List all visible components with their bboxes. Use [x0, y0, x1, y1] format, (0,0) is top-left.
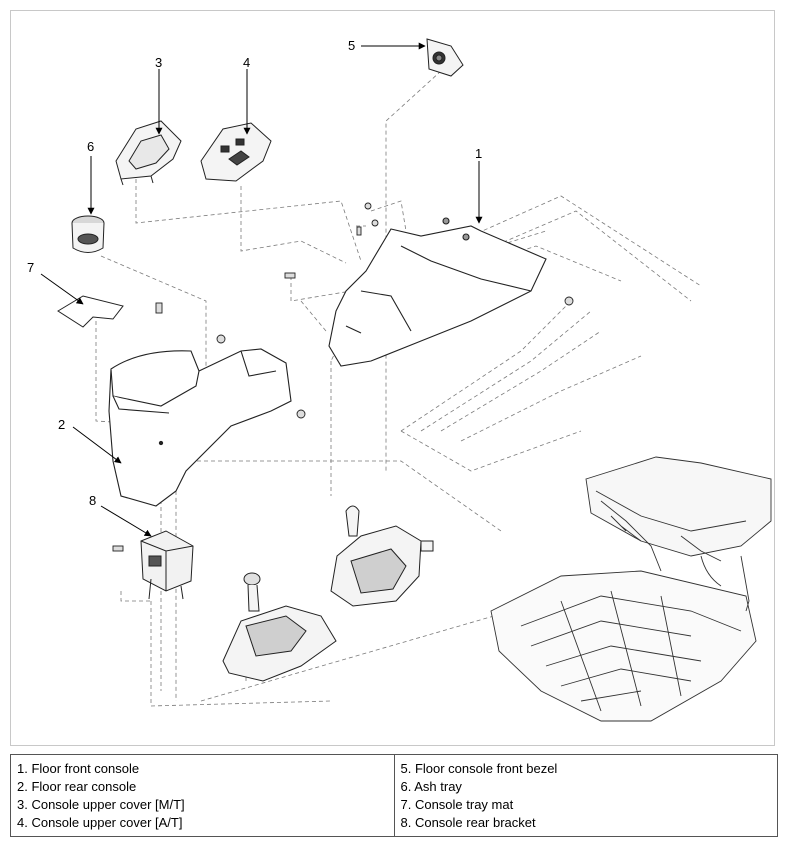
- legend-item: 7. Console tray mat: [400, 797, 514, 812]
- callout-1: 1: [475, 146, 482, 161]
- tray-mat-part: [57, 295, 124, 328]
- floor-rear-console-part: [108, 348, 292, 507]
- mt-shifter-assembly: [222, 572, 337, 682]
- vehicle-body: [490, 456, 772, 722]
- legend-item: 6. Ash tray: [400, 779, 462, 794]
- fasteners: [112, 202, 574, 552]
- legend-item: 4. Console upper cover [A/T]: [17, 815, 183, 830]
- ash-tray-part: [71, 215, 105, 253]
- legend-column-left: 1. Floor front console 2. Floor rear con…: [11, 755, 394, 836]
- rear-bracket-part: [140, 530, 194, 600]
- legend-column-right: 5. Floor console front bezel 6. Ash tray…: [393, 755, 778, 836]
- callout-4: 4: [243, 55, 250, 70]
- front-bezel-part: [426, 38, 464, 77]
- parts-legend-table: 1. Floor front console 2. Floor rear con…: [10, 754, 778, 837]
- legend-item: 5. Floor console front bezel: [400, 761, 558, 776]
- legend-item: 1. Floor front console: [17, 761, 140, 776]
- callout-3: 3: [155, 55, 162, 70]
- at-shifter-assembly: [330, 505, 434, 607]
- legend-item: 3. Console upper cover [M/T]: [17, 797, 185, 812]
- upper-cover-at-part: [200, 122, 272, 182]
- leader-arrows: [40, 42, 483, 537]
- callout-7: 7: [27, 260, 34, 275]
- callout-5: 5: [348, 38, 355, 53]
- callout-8: 8: [89, 493, 96, 508]
- legend-item: 2. Floor rear console: [17, 779, 137, 794]
- callout-2: 2: [58, 417, 65, 432]
- legend-item: 8. Console rear bracket: [400, 815, 536, 830]
- floor-front-console-part: [328, 217, 547, 367]
- upper-cover-mt-part: [115, 120, 182, 186]
- callout-6: 6: [87, 139, 94, 154]
- exploded-diagram: 1 2 3 4 5 6 7 8: [10, 10, 775, 746]
